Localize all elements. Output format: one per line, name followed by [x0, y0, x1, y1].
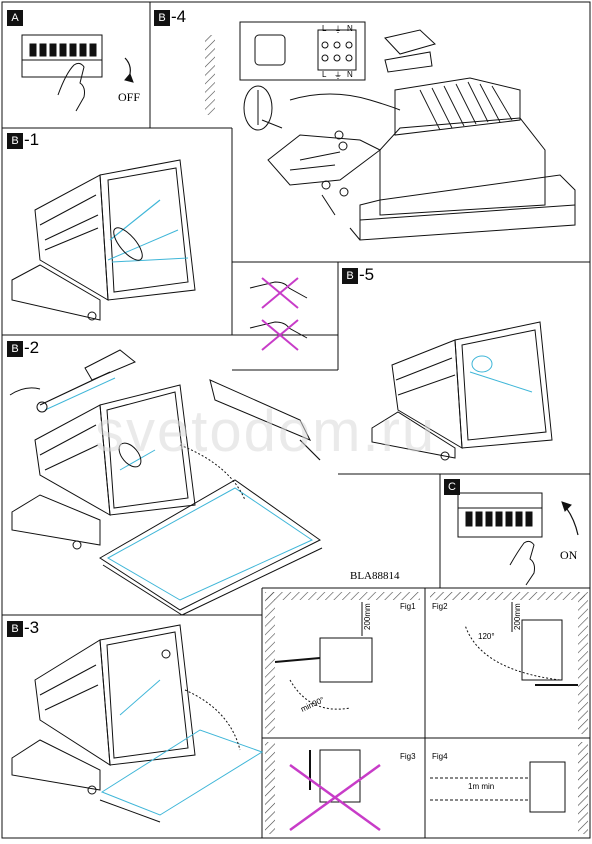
section-label-b4: B-4	[154, 8, 186, 26]
section-label-b1: B-1	[7, 131, 39, 149]
fig3-illustration	[265, 742, 381, 834]
section-label-b2: B-2	[7, 339, 39, 357]
section-label-c: C	[444, 477, 461, 495]
fig3-title: Fig3	[400, 752, 416, 761]
fig1-dim: 200mm	[363, 603, 372, 630]
wall-hatch	[205, 35, 215, 115]
floodlight-b5	[371, 321, 553, 461]
breaker-off-illustration	[21, 34, 134, 112]
floodlight-b1	[11, 159, 196, 321]
section-label-a: A	[7, 8, 24, 26]
terminal-ground-bottom: ⏚	[334, 71, 342, 80]
fig4-title: Fig4	[432, 752, 448, 761]
off-label: OFF	[118, 90, 141, 104]
terminal-l-top: L	[322, 24, 327, 33]
section-label-b5: B-5	[342, 266, 374, 284]
section-label-b3: B-3	[7, 619, 39, 637]
fig2-dim: 200mm	[513, 603, 522, 630]
terminal-n-bottom: N	[347, 70, 353, 79]
fig2-angle: 120°	[478, 632, 495, 641]
cover-close-illustration	[11, 624, 264, 823]
fig1-title: Fig1	[400, 602, 416, 611]
fig4-distance: 1m min	[468, 782, 495, 791]
terminal-n-top: N	[347, 24, 353, 33]
terminal-l-bottom: L	[322, 70, 327, 79]
model-number: BLA88814	[350, 570, 400, 582]
fig2-title: Fig2	[432, 602, 448, 611]
on-label: ON	[560, 548, 578, 562]
fig2-illustration	[430, 592, 588, 734]
breaker-on-illustration	[457, 492, 579, 586]
fig1-illustration	[265, 592, 420, 734]
watermark: svetodom.ru	[95, 399, 437, 464]
lamp-replacement-illustration	[9, 349, 323, 616]
wiring-illustration	[239, 21, 576, 241]
no-touch-illustration	[249, 277, 308, 351]
terminal-ground-top: ⏚	[334, 25, 342, 34]
fig4-illustration	[430, 742, 588, 834]
